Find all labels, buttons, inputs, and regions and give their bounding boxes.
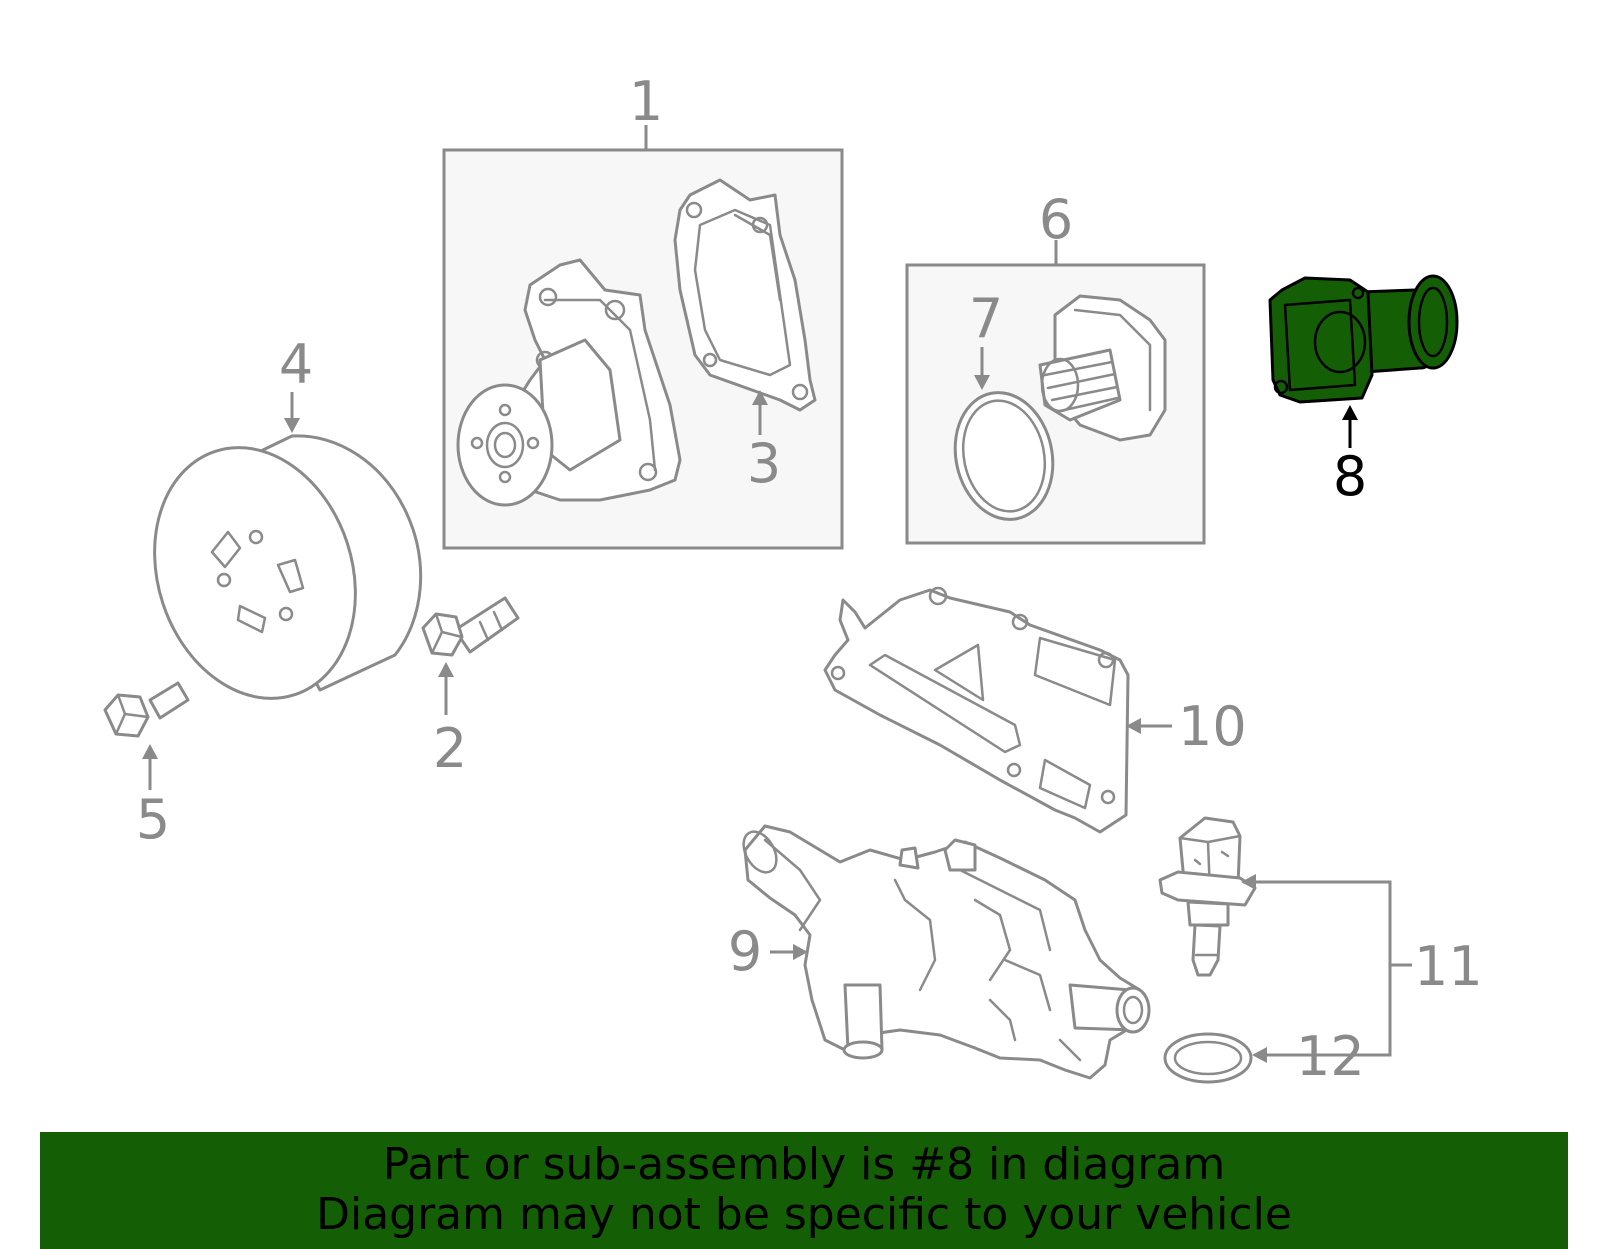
callout-4-leader	[284, 392, 300, 433]
part-7-thermostat-gasket[interactable]	[944, 383, 1065, 528]
part-10-housing-gasket[interactable]	[823, 586, 1130, 834]
part-2-bolt[interactable]	[421, 596, 520, 657]
callout-8-leader	[1342, 405, 1358, 448]
callout-2: 2	[433, 717, 467, 780]
part-9-thermostat-housing[interactable]	[737, 824, 1151, 1080]
callout-5-leader	[142, 744, 158, 790]
part-4-pulley[interactable]	[123, 421, 423, 724]
callout-9: 9	[728, 920, 762, 983]
banner-line-part-number: Part or sub-assembly is #8 in diagram	[382, 1139, 1226, 1190]
part-6-thermostat-kit[interactable]	[905, 240, 1206, 545]
callout-12: 12	[1296, 1025, 1365, 1088]
info-banner: Part or sub-assembly is #8 in diagram Di…	[40, 1132, 1568, 1249]
banner-line-disclaimer: Diagram may not be specific to your vehi…	[316, 1189, 1292, 1240]
callout-10: 10	[1178, 695, 1247, 758]
callout-4: 4	[279, 333, 313, 396]
callout-3-leader	[752, 390, 768, 435]
callout-7: 7	[969, 287, 1003, 350]
callout-2-leader	[438, 662, 454, 715]
part-11-temperature-sensor[interactable]	[1158, 816, 1257, 977]
callout-8: 8	[1333, 445, 1367, 508]
callout-9-leader	[770, 944, 808, 960]
part-8-water-outlet-highlighted[interactable]	[1268, 274, 1459, 404]
part-5-bolt[interactable]	[103, 681, 190, 738]
callout-7-leader	[974, 347, 990, 390]
part-3-pump-gasket[interactable]	[673, 178, 817, 412]
part-12-o-ring[interactable]	[1163, 1032, 1253, 1084]
callout-5: 5	[136, 788, 170, 851]
callout-1: 1	[629, 70, 663, 133]
callout-6: 6	[1039, 188, 1073, 251]
callout-10-leader	[1126, 718, 1172, 734]
callout-11-12-bracket	[1241, 874, 1412, 1063]
callout-3: 3	[747, 432, 781, 495]
callout-11: 11	[1414, 935, 1483, 998]
